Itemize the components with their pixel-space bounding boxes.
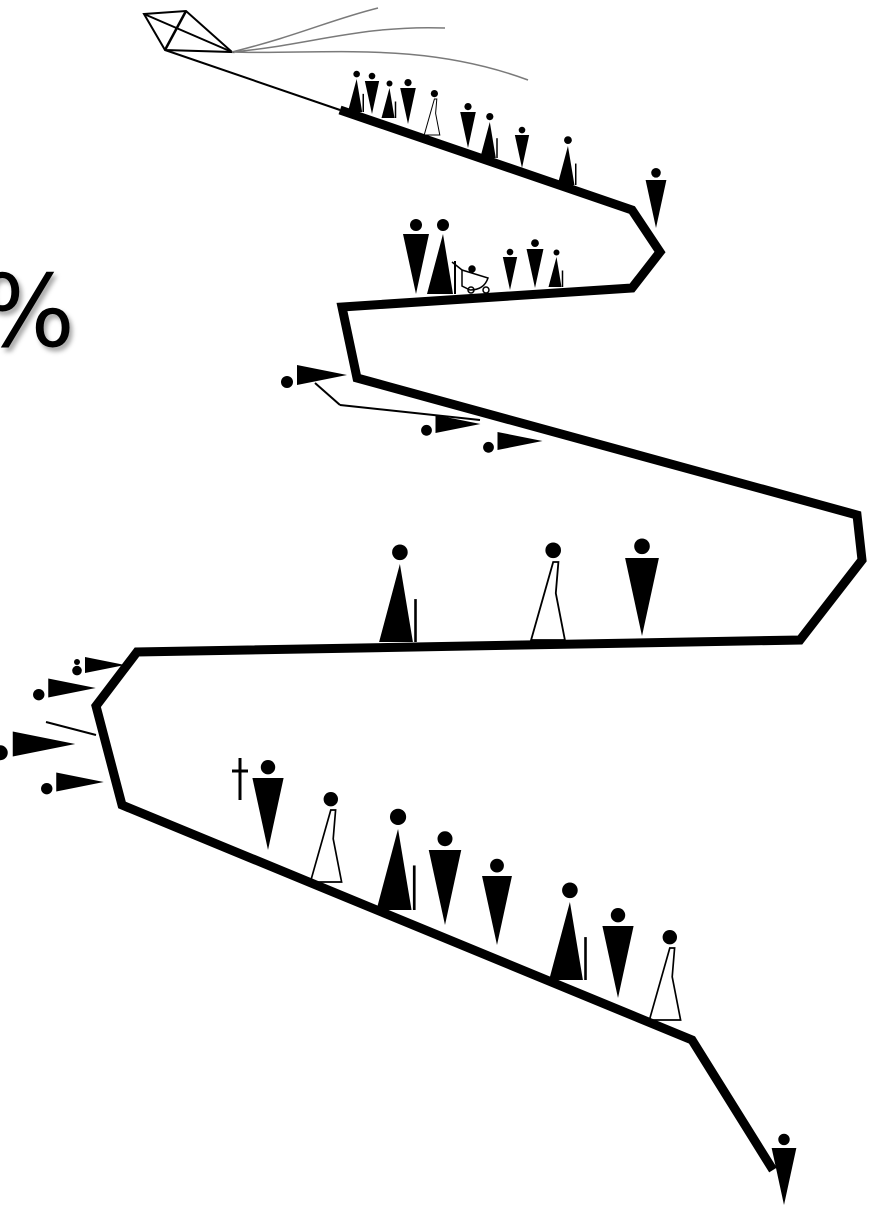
fallen-figure xyxy=(483,432,542,453)
woman-figure xyxy=(376,809,414,910)
woman-figure xyxy=(348,71,363,112)
man-figure xyxy=(503,249,517,290)
kite-tail xyxy=(232,52,528,80)
fallen-figure xyxy=(41,773,104,795)
woman-figure xyxy=(427,219,455,294)
kite-tail xyxy=(232,28,445,52)
woman-figure xyxy=(549,883,585,981)
head-dot xyxy=(74,659,80,665)
kite-tail xyxy=(232,8,378,52)
man-figure xyxy=(527,239,544,288)
elder-figure xyxy=(310,792,341,882)
woman-figure xyxy=(382,81,396,119)
man-figure xyxy=(625,539,659,637)
woman-figure xyxy=(480,113,497,158)
man-figure xyxy=(460,103,476,148)
man-figure xyxy=(365,73,379,114)
woman-figure xyxy=(558,136,576,185)
man-figure xyxy=(429,831,462,925)
fallen-figure xyxy=(281,365,347,388)
fallen-figure xyxy=(0,732,75,761)
woman-figure xyxy=(549,250,563,288)
woman-figure xyxy=(379,545,415,643)
man-figure xyxy=(515,127,529,168)
kite xyxy=(144,8,528,110)
man-figure xyxy=(400,79,416,124)
man-figure xyxy=(252,760,283,850)
man-figure xyxy=(602,908,633,998)
life-path xyxy=(96,110,862,1170)
man-figure xyxy=(772,1134,797,1205)
man-figure xyxy=(403,219,429,294)
grave-cross-icon xyxy=(232,758,248,800)
man-figure xyxy=(646,168,667,228)
cane-line xyxy=(46,722,96,735)
elder-figure xyxy=(531,543,565,641)
edge-glyph: % xyxy=(0,262,75,362)
man-figure xyxy=(482,859,512,945)
kite-string xyxy=(165,50,340,110)
elder-figure xyxy=(424,90,440,135)
baby-stroller-icon xyxy=(452,262,489,293)
fallen-figure xyxy=(33,679,96,701)
elder-figure xyxy=(649,930,680,1020)
